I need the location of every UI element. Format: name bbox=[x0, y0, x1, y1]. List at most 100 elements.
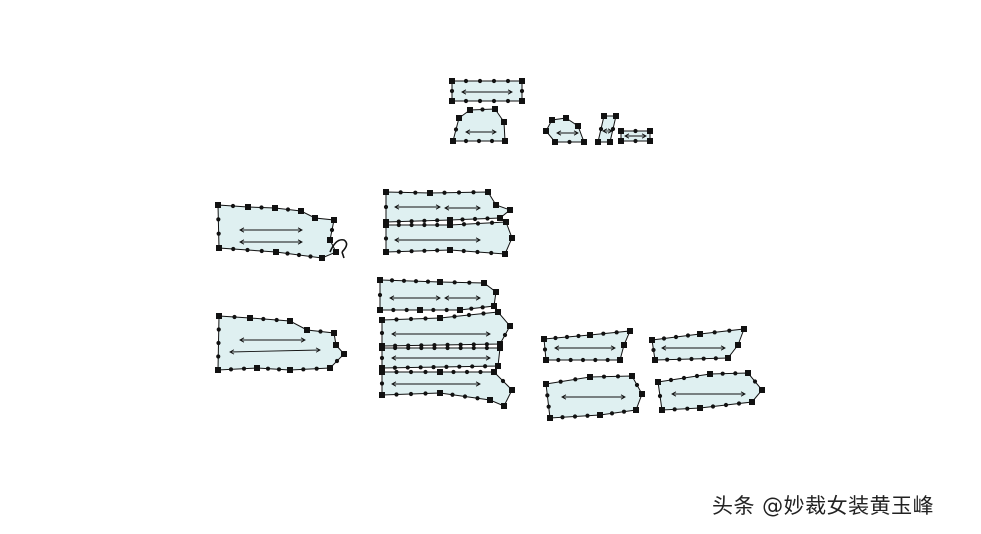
corner-point bbox=[457, 307, 463, 313]
body-middle-upper-1-piece bbox=[383, 189, 513, 225]
corner-point bbox=[298, 208, 304, 214]
edge-point bbox=[452, 314, 457, 319]
edge-point bbox=[423, 369, 428, 375]
corner-point bbox=[633, 407, 639, 413]
edge-point bbox=[601, 331, 606, 336]
corner-point bbox=[379, 317, 385, 323]
edge-point bbox=[672, 407, 677, 412]
corner-point bbox=[587, 332, 593, 338]
edge-point bbox=[464, 369, 470, 375]
edge-point bbox=[396, 249, 401, 254]
edge-point bbox=[285, 251, 290, 256]
corner-point bbox=[312, 215, 318, 221]
edge-point bbox=[216, 340, 221, 346]
edge-point bbox=[500, 378, 506, 384]
corner-point bbox=[272, 205, 278, 211]
edge-point bbox=[466, 312, 472, 318]
corner-point bbox=[427, 190, 433, 196]
edge-point bbox=[694, 373, 700, 379]
corner-point bbox=[467, 107, 473, 113]
corner-point bbox=[613, 113, 619, 119]
corner-point bbox=[741, 326, 747, 332]
edge-point bbox=[491, 98, 497, 104]
edge-point bbox=[406, 345, 411, 351]
corner-point bbox=[495, 309, 501, 315]
edge-point bbox=[265, 366, 271, 371]
edge-point bbox=[413, 279, 419, 284]
edge-point bbox=[467, 280, 472, 285]
edge-point bbox=[442, 190, 447, 195]
edge-point bbox=[377, 292, 383, 298]
edge-point bbox=[585, 413, 590, 418]
corner-point bbox=[697, 331, 703, 337]
corner-point bbox=[493, 202, 499, 208]
corner-point bbox=[552, 139, 558, 145]
corner-point bbox=[327, 365, 333, 371]
corner-point bbox=[383, 249, 389, 255]
corner-point bbox=[341, 351, 347, 357]
edge-point bbox=[727, 328, 732, 333]
edge-point bbox=[614, 330, 619, 335]
edge-point bbox=[461, 248, 466, 254]
edge-point bbox=[405, 365, 410, 370]
edge-point bbox=[505, 78, 511, 84]
edge-point bbox=[419, 345, 424, 351]
edge-point bbox=[432, 343, 437, 348]
edge-point bbox=[476, 138, 482, 144]
edge-point bbox=[460, 217, 465, 222]
edge-point bbox=[505, 98, 511, 104]
corner-point bbox=[502, 251, 508, 257]
edge-point bbox=[408, 369, 414, 375]
edge-point bbox=[379, 330, 385, 336]
edge-point bbox=[423, 316, 428, 321]
corner-point bbox=[247, 315, 253, 321]
corner-point bbox=[652, 357, 658, 363]
edge-point bbox=[657, 393, 663, 399]
edge-point bbox=[314, 366, 319, 371]
edge-point bbox=[423, 391, 428, 396]
edge-point bbox=[379, 355, 385, 361]
edge-point bbox=[444, 307, 449, 313]
corner-point bbox=[447, 217, 453, 223]
sleeve-left-upper-piece bbox=[215, 202, 339, 261]
edge-point bbox=[259, 248, 264, 254]
corner-point bbox=[492, 106, 498, 112]
collar-band-piece bbox=[449, 78, 525, 104]
edge-point bbox=[458, 345, 463, 351]
corner-point bbox=[333, 342, 339, 348]
edge-point bbox=[450, 392, 455, 397]
edge-point bbox=[573, 377, 578, 382]
edge-point bbox=[661, 336, 667, 341]
edge-point bbox=[409, 222, 414, 228]
edge-point bbox=[489, 250, 494, 256]
corner-point bbox=[501, 119, 507, 125]
corner-point bbox=[456, 115, 462, 121]
corner-point bbox=[587, 374, 593, 380]
corner-point bbox=[659, 407, 665, 413]
body-middle-lower-1-piece bbox=[377, 277, 499, 313]
corner-point bbox=[216, 245, 222, 251]
edge-point bbox=[216, 354, 221, 359]
edge-point bbox=[409, 249, 414, 254]
corner-point bbox=[618, 128, 624, 134]
edge-point bbox=[413, 190, 418, 195]
edge-point bbox=[452, 280, 457, 285]
edge-point bbox=[546, 404, 551, 409]
panel-right-lower-b-piece bbox=[655, 370, 765, 413]
edge-point bbox=[457, 364, 462, 369]
edge-point bbox=[615, 374, 621, 379]
corner-point bbox=[759, 387, 765, 393]
hood-piece-outline bbox=[452, 108, 506, 142]
edge-point bbox=[489, 138, 495, 144]
panel-right-upper-a-piece bbox=[541, 328, 633, 363]
corner-point bbox=[437, 369, 443, 375]
edge-point bbox=[681, 375, 687, 381]
edge-point bbox=[475, 221, 481, 226]
hook-detail bbox=[329, 238, 348, 259]
edge-point bbox=[572, 414, 578, 419]
edge-point bbox=[580, 357, 586, 363]
corner-point bbox=[377, 277, 383, 283]
edge-point bbox=[633, 138, 638, 144]
body-middle-lower-2-piece-outline bbox=[381, 311, 511, 347]
corner-point bbox=[749, 399, 755, 405]
